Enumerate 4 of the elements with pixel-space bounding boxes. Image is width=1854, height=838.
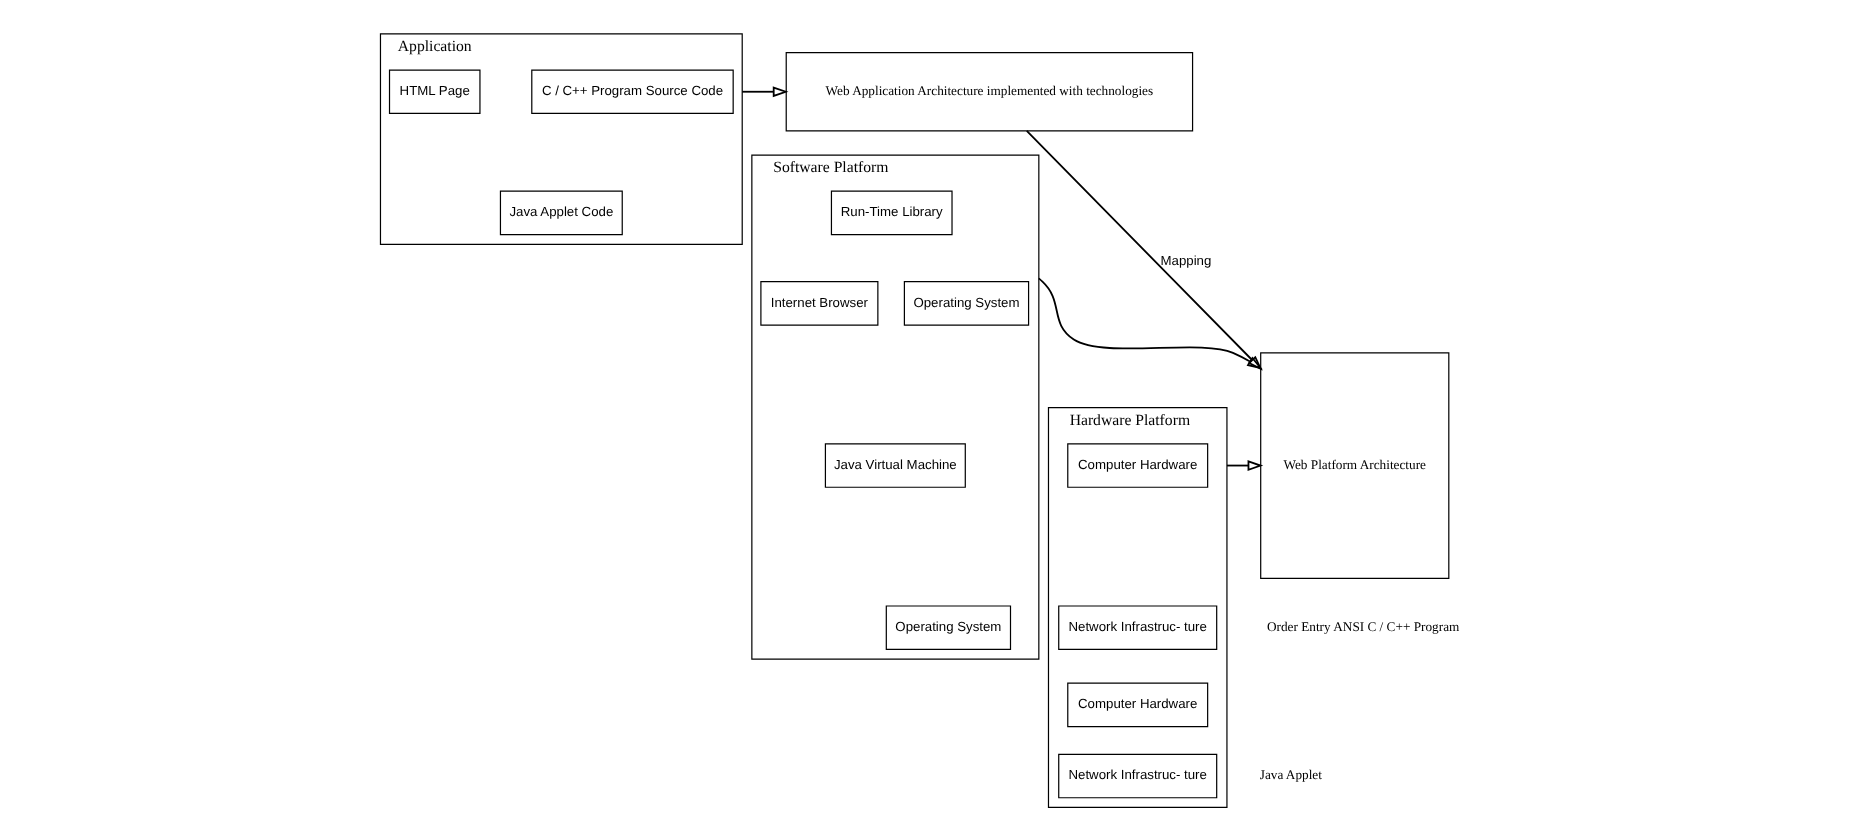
- arrow: [1037, 277, 1263, 370]
- arrow: [741, 86, 789, 98]
- arrow: [1025, 130, 1263, 371]
- arrow: [1226, 460, 1264, 472]
